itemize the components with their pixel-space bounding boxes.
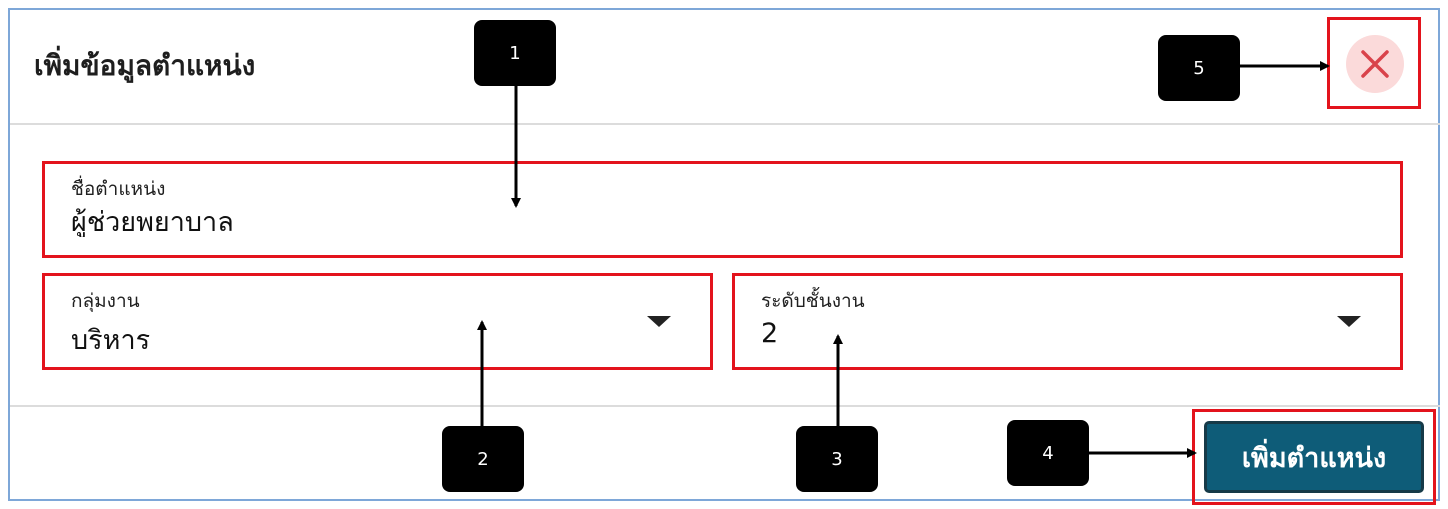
callout-5: 5 xyxy=(1158,35,1240,101)
position-name-label: ชื่อตำแหน่ง xyxy=(71,178,166,200)
dialog-title: เพิ่มข้อมูลตำแหน่ง xyxy=(34,49,256,82)
job-level-select[interactable]: ระดับชั้นงาน 2 xyxy=(732,273,1403,370)
work-group-value: บริหาร xyxy=(71,325,151,356)
job-level-value: 2 xyxy=(761,318,779,349)
dropdown-caret-icon[interactable] xyxy=(1337,316,1361,327)
close-icon xyxy=(1361,50,1389,78)
work-group-label: กลุ่มงาน xyxy=(71,290,140,312)
close-highlight xyxy=(1327,17,1421,109)
footer-divider xyxy=(10,405,1440,407)
position-name-input[interactable] xyxy=(71,206,1271,237)
callout-2: 2 xyxy=(442,426,524,492)
position-name-field[interactable]: ชื่อตำแหน่ง xyxy=(42,161,1403,258)
add-position-button[interactable]: เพิ่มตำแหน่ง xyxy=(1204,421,1424,493)
submit-highlight: เพิ่มตำแหน่ง xyxy=(1192,409,1436,505)
callout-1: 1 xyxy=(474,20,556,86)
header-divider xyxy=(10,123,1440,125)
callout-4: 4 xyxy=(1007,420,1089,486)
close-button[interactable] xyxy=(1346,35,1404,93)
work-group-select[interactable]: กลุ่มงาน บริหาร xyxy=(42,273,713,370)
job-level-label: ระดับชั้นงาน xyxy=(761,290,865,312)
dropdown-caret-icon[interactable] xyxy=(647,316,671,327)
callout-3: 3 xyxy=(796,426,878,492)
